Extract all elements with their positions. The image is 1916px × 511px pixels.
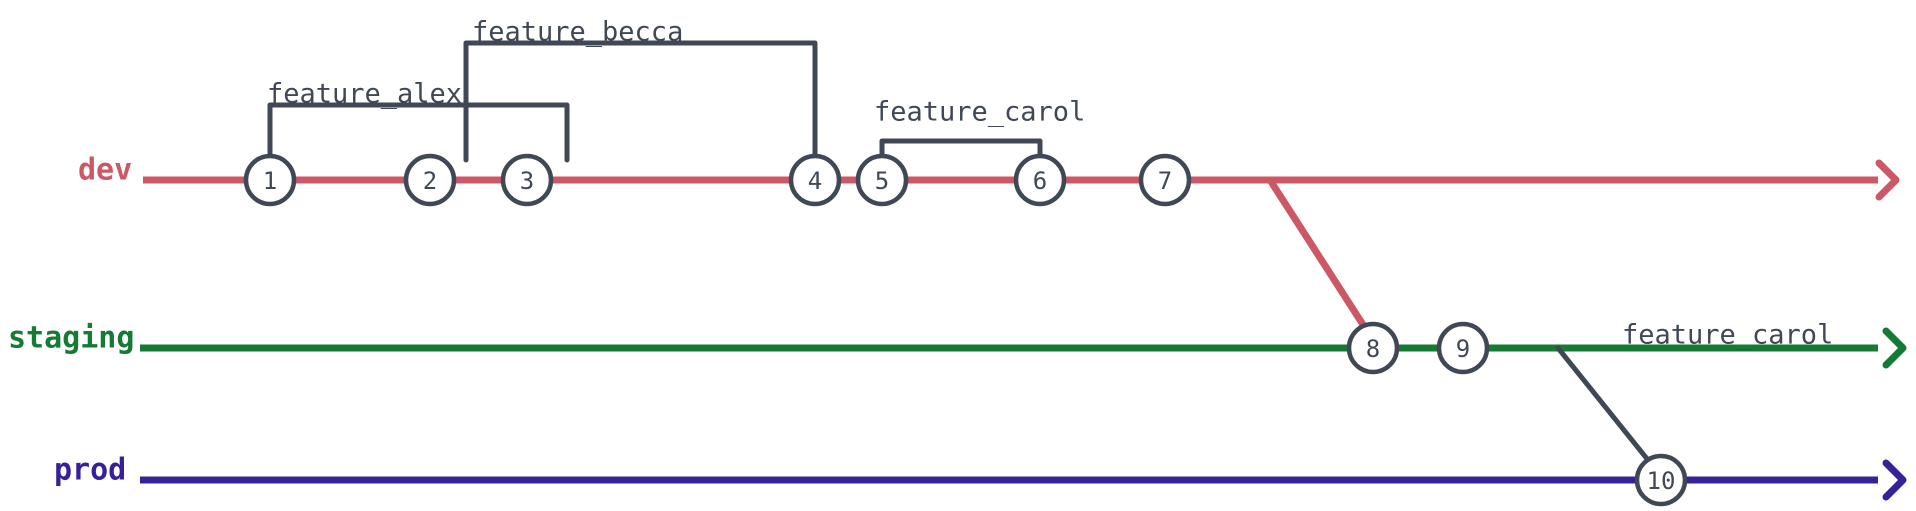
commit-label-10: 10	[1647, 467, 1676, 495]
commit-node-3[interactable]: 3	[500, 153, 554, 207]
feature-bracket-feature_alex	[267, 102, 570, 163]
branch-arrow-dev	[1875, 159, 1900, 201]
branch-arrow-prod	[1882, 459, 1907, 501]
branch-arrow-staging	[1882, 327, 1907, 369]
commit-label-6: 6	[1033, 167, 1047, 195]
commit-nodes-group: 1 2 3 4 5 6 7 8 9 10	[243, 153, 1688, 507]
merge-lines-group	[1266, 176, 1373, 338]
feature-label-feature_carol_prod: feature_carol	[1622, 320, 1833, 351]
commit-circle-7[interactable]	[1138, 153, 1192, 207]
commit-node-1[interactable]: 1	[243, 153, 297, 207]
branch-labels-group: dev staging prod	[8, 153, 134, 488]
branch-label-prod: prod	[54, 453, 126, 488]
commit-label-2: 2	[423, 167, 437, 195]
commit-node-9[interactable]: 9	[1436, 321, 1490, 375]
feature-brackets-group	[267, 40, 1043, 163]
commit-label-7: 7	[1158, 167, 1172, 195]
commit-circle-5[interactable]	[855, 153, 909, 207]
commit-node-5[interactable]: 5	[855, 153, 909, 207]
commit-node-10[interactable]: 10	[1634, 453, 1688, 507]
commit-label-3: 3	[520, 167, 534, 195]
commit-label-9: 9	[1456, 335, 1470, 363]
branch-label-dev: dev	[78, 153, 132, 188]
commit-node-8[interactable]: 8	[1346, 321, 1400, 375]
commit-circle-10[interactable]	[1634, 453, 1688, 507]
branch-lines-group	[140, 176, 1878, 484]
commit-label-1: 1	[263, 167, 277, 195]
feature-labels-group: feature_alexfeature_beccafeature_carolfe…	[267, 17, 1833, 351]
commit-circle-1[interactable]	[243, 153, 297, 207]
commit-node-6[interactable]: 6	[1013, 153, 1067, 207]
commit-circle-3[interactable]	[500, 153, 554, 207]
merge-line-dev-to-staging-merge	[1266, 176, 1373, 338]
feature-branch-line-feature_carol_prod	[1555, 345, 1655, 468]
commit-label-8: 8	[1366, 335, 1380, 363]
commit-circle-6[interactable]	[1013, 153, 1067, 207]
feature-label-feature_alex: feature_alex	[267, 79, 462, 110]
feature-bracket-feature_carol_dev	[879, 138, 1043, 163]
commit-circle-8[interactable]	[1346, 321, 1400, 375]
commit-circle-2[interactable]	[403, 153, 457, 207]
branch-label-staging: staging	[8, 321, 134, 356]
commit-circle-9[interactable]	[1436, 321, 1490, 375]
commit-node-2[interactable]: 2	[403, 153, 457, 207]
commit-label-5: 5	[875, 167, 889, 195]
commit-label-4: 4	[808, 167, 822, 195]
commit-node-4[interactable]: 4	[788, 153, 842, 207]
commit-node-7[interactable]: 7	[1138, 153, 1192, 207]
feature-label-feature_carol_dev: feature_carol	[874, 97, 1085, 128]
commit-circle-4[interactable]	[788, 153, 842, 207]
feature-off-branch-group	[1555, 159, 1907, 501]
feature-label-feature_becca: feature_becca	[472, 17, 683, 48]
feature-bracket-feature_becca	[463, 40, 818, 163]
